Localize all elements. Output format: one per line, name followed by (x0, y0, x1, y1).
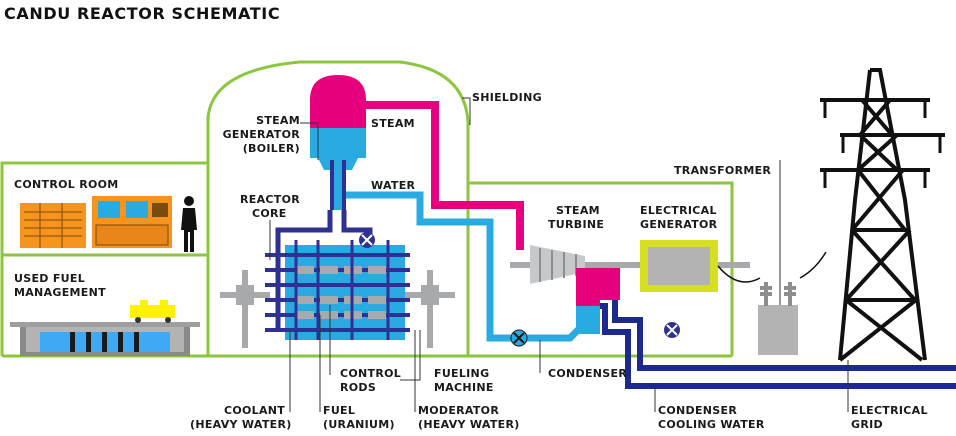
label-electrical-grid-2: GRID (851, 418, 883, 431)
label-used-fuel-1: USED FUEL (14, 272, 85, 285)
fueling-machine-right (405, 270, 455, 348)
label-transformer: TRANSFORMER (674, 164, 771, 177)
fueling-machine-left (220, 270, 270, 348)
label-reactor-core-2: CORE (252, 207, 287, 220)
label-coolant-1: COOLANT (224, 404, 285, 417)
transformer (758, 282, 798, 355)
fuel-transfer-cart (130, 305, 175, 318)
auxiliary-building (0, 161, 208, 356)
label-condenser-cooling-water-2: COOLING WATER (658, 418, 765, 431)
label-steam-generator-1: STEAM (256, 114, 300, 127)
label-control-rods-1: CONTROL (340, 367, 401, 380)
label-fuel-2: (URANIUM) (323, 418, 395, 431)
used-fuel-pool (10, 300, 200, 356)
label-used-fuel-2: MANAGEMENT (14, 286, 106, 299)
reactor-building (206, 60, 734, 356)
label-fueling-machine-1: FUELING (434, 367, 489, 380)
label-condenser-cooling-water-1: CONDENSER (658, 404, 737, 417)
label-shielding: SHIELDING (472, 91, 542, 104)
label-fuel-1: FUEL (323, 404, 355, 417)
feedwater-line (340, 191, 591, 342)
label-leaders (269, 97, 849, 412)
steam-turbine (510, 245, 750, 334)
labels: SHIELDING STEAM GENERATOR (BOILER) STEAM… (14, 91, 928, 431)
label-control-room: CONTROL ROOM (14, 178, 119, 191)
generator-cable (717, 251, 827, 283)
label-coolant-2: (HEAVY WATER) (190, 418, 292, 431)
electrical-pylon (820, 68, 945, 362)
building-outlines (0, 60, 734, 356)
control-room-equipment (20, 196, 172, 248)
label-steam-turbine-1: STEAM (556, 204, 600, 217)
diagram-title: CANDU REACTOR SCHEMATIC (4, 4, 280, 23)
label-condenser: CONDENSER (548, 367, 627, 380)
operator-figure (181, 196, 197, 252)
steam-line (352, 101, 524, 250)
electrical-generator (640, 240, 718, 292)
label-steam-turbine-2: TURBINE (548, 218, 604, 231)
reactor-core (265, 210, 410, 340)
label-steam: STEAM (371, 117, 415, 130)
label-fueling-machine-2: MACHINE (434, 381, 494, 394)
label-electrical-generator-2: GENERATOR (640, 218, 718, 231)
label-moderator-1: MODERATOR (418, 404, 499, 417)
label-reactor-core-1: REACTOR (240, 193, 300, 206)
cooling-water-line-lower (588, 303, 956, 389)
pylon-insulators (823, 100, 942, 188)
label-moderator-2: (HEAVY WATER) (418, 418, 520, 431)
label-water: WATER (371, 179, 416, 192)
label-steam-generator-2: GENERATOR (223, 128, 301, 141)
label-electrical-grid-1: ELECTRICAL (851, 404, 928, 417)
label-control-rods-2: RODS (340, 381, 376, 394)
cooling-water-pump-icon (664, 322, 680, 338)
feedwater-pump-icon (510, 329, 528, 347)
steam-generator (310, 75, 366, 210)
label-steam-generator-3: (BOILER) (243, 142, 300, 155)
label-electrical-generator-1: ELECTRICAL (640, 204, 717, 217)
